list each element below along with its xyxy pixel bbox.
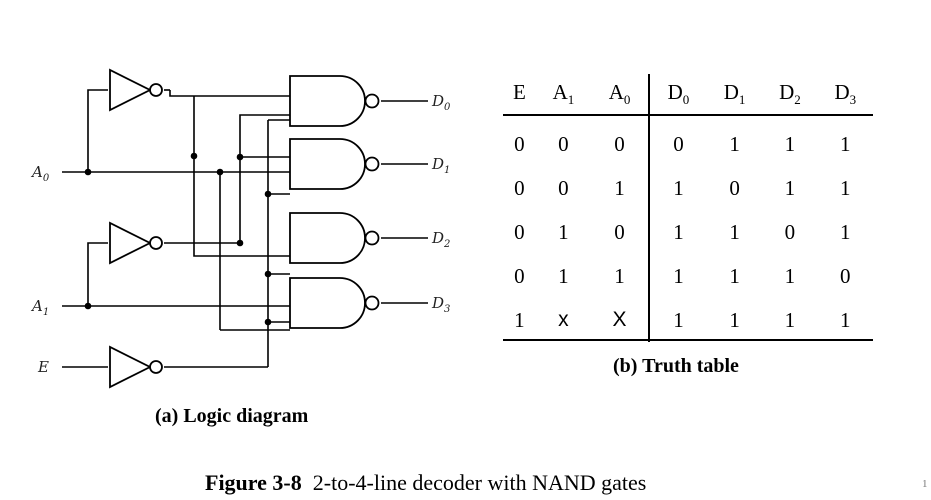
table-cell: X	[612, 308, 627, 331]
table-cell: 1	[648, 210, 707, 254]
table-cell: 1	[784, 131, 796, 156]
figure-caption: Figure 3-8 2-to-4-line decoder with NAND…	[205, 470, 646, 496]
table-cell: 0	[614, 131, 625, 156]
table-row: 0 0 1 1 0 1 1	[503, 166, 873, 210]
nand-gate-d1	[289, 138, 380, 190]
table-cell: 0	[514, 263, 525, 288]
table-cell: x	[558, 308, 569, 331]
table-cell: 1	[514, 307, 525, 332]
table-cell: 0	[840, 263, 851, 288]
table-cell: 1	[614, 175, 625, 200]
input-label-a1: A1	[30, 297, 49, 318]
wires	[62, 89, 428, 368]
table-caption: (b) Truth table	[613, 355, 739, 377]
table-row: 1 x X 1 1 1 1	[503, 298, 873, 342]
table-cell: 0	[729, 175, 740, 200]
nand-gates	[289, 75, 380, 329]
output-label-d3: D3	[431, 294, 450, 315]
nand-gate-d0	[289, 75, 380, 127]
figure-number: Figure 3-8	[205, 470, 302, 495]
header-e: E	[503, 74, 536, 116]
truth-table-bottom-rule	[503, 339, 873, 341]
table-cell: 0	[514, 131, 525, 156]
input-label-e: E	[37, 358, 49, 376]
header-d0: D0	[648, 74, 707, 116]
table-cell: 1	[729, 219, 740, 244]
header-d1: D1	[706, 74, 763, 116]
table-cell: 1	[784, 307, 796, 332]
table-cell: 1	[648, 298, 707, 342]
header-a0: A0	[591, 74, 649, 116]
table-cell: 1	[840, 175, 851, 200]
table-cell: 1	[558, 263, 569, 288]
table-cell: 0	[514, 175, 525, 200]
table-cell: 1	[614, 263, 625, 288]
table-cell: 1	[729, 263, 740, 288]
table-cell: 1	[784, 175, 796, 200]
corner-mark: 1	[922, 478, 928, 490]
nand-gate-d2	[289, 212, 380, 264]
header-d3: D3	[817, 74, 873, 116]
output-label-d1: D1	[431, 155, 450, 176]
table-cell: 0	[784, 219, 796, 244]
header-d2: D2	[762, 74, 818, 116]
output-label-d0: D0	[431, 92, 451, 113]
inverter-a1	[109, 221, 163, 265]
diagram-caption: (a) Logic diagram	[155, 405, 309, 427]
table-cell: 1	[840, 307, 851, 332]
table-cell: 1	[729, 307, 740, 332]
junction-dots	[84, 152, 272, 326]
table-row: 0 1 0 1 1 0 1	[503, 210, 873, 254]
input-label-a0: A0	[30, 163, 50, 184]
table-cell: 0	[614, 219, 625, 244]
inverters	[109, 68, 163, 389]
table-cell: 1	[840, 219, 851, 244]
nand-gate-d3	[289, 277, 380, 329]
table-cell: 1	[729, 131, 740, 156]
table-cell: 0	[648, 115, 707, 166]
logic-diagram: A0 A1 E D0 D1 D2 D3	[30, 68, 451, 389]
table-cell: 1	[784, 263, 796, 288]
table-row: 0 1 1 1 1 1 0	[503, 254, 873, 298]
table-cell: 0	[558, 175, 569, 200]
table-row: 0 0 0 0 1 1 1	[503, 115, 873, 166]
header-a1: A1	[535, 74, 592, 116]
truth-table: E A1 A0 D0 D1 D2 D3 0 0 0 0 1 1 1 0 0	[503, 74, 873, 342]
table-cell: 1	[648, 166, 707, 210]
table-cell: 0	[558, 131, 569, 156]
table-cell: 1	[648, 254, 707, 298]
inverter-a0	[109, 68, 163, 112]
table-cell: 1	[840, 131, 851, 156]
inverter-e	[109, 345, 163, 389]
figure-title: 2-to-4-line decoder with NAND gates	[312, 470, 647, 495]
table-cell: 1	[558, 219, 569, 244]
truth-table-header-row: E A1 A0 D0 D1 D2 D3	[503, 74, 873, 116]
table-cell: 0	[514, 219, 525, 244]
output-label-d2: D2	[431, 229, 450, 250]
